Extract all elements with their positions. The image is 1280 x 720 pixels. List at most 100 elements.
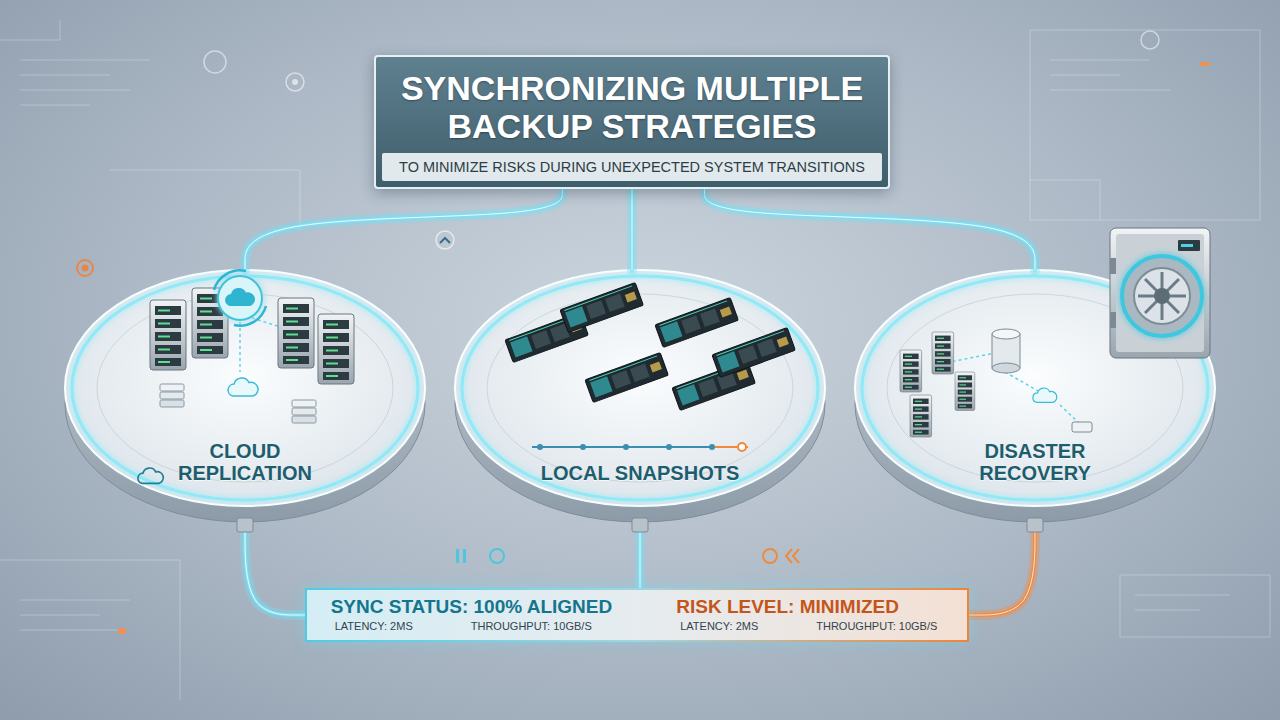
connector-highlight xyxy=(969,522,1035,615)
shield-icon xyxy=(1141,31,1159,49)
metric-label: THROUGHPUT: 10GB/S xyxy=(471,620,592,633)
platform-top xyxy=(855,270,1215,506)
metric-row: LATENCY: 2MS THROUGHPUT: 10GB/S xyxy=(680,620,937,633)
target-icon xyxy=(292,79,298,85)
hud-marker xyxy=(1200,62,1210,66)
chevron-icon xyxy=(440,238,450,243)
platform-glow-ring xyxy=(72,276,418,500)
hud-line xyxy=(1135,595,1230,610)
vault-wheel xyxy=(1154,288,1170,304)
connector-highlight xyxy=(632,189,633,270)
server-rack xyxy=(910,395,932,437)
database xyxy=(992,329,1020,339)
vault-hinge xyxy=(1110,258,1116,274)
chevron-icon xyxy=(436,231,454,249)
platform-glow-ring xyxy=(862,276,1208,500)
vault-body xyxy=(1116,234,1204,352)
connector-highlight xyxy=(245,522,305,615)
connector-glow xyxy=(969,522,1035,615)
timeline-tick xyxy=(537,444,543,450)
timeline-tick xyxy=(580,444,586,450)
hud-line xyxy=(0,560,180,700)
hud-marker xyxy=(118,628,126,634)
metric-label: LATENCY: 2MS xyxy=(680,620,758,633)
media-icon xyxy=(456,549,459,563)
server-rack xyxy=(150,300,186,370)
timeline-tick xyxy=(623,444,629,450)
timeline-line xyxy=(532,446,712,448)
vault-display xyxy=(1178,240,1200,251)
status-group: SYNC STATUS: 100% ALIGNED LATENCY: 2MS THR… xyxy=(331,596,613,633)
status-dot xyxy=(77,260,93,276)
disaster-recovery-platform: DISASTER RECOVERY xyxy=(855,270,1215,522)
connector-glow xyxy=(627,189,637,270)
hud-panel xyxy=(1120,575,1270,637)
disk-stack xyxy=(160,384,184,407)
platform-label: DISASTER RECOVERY xyxy=(955,440,1115,485)
platform-top xyxy=(455,270,825,506)
device xyxy=(1072,422,1092,432)
connector-line xyxy=(245,522,305,615)
connector xyxy=(245,189,562,270)
connector-line xyxy=(245,189,562,270)
vault-wheel xyxy=(1138,272,1186,320)
database xyxy=(992,363,1020,373)
cloud-sync-icon xyxy=(218,276,262,320)
shield-icon xyxy=(204,51,226,73)
vault-body xyxy=(1110,228,1210,358)
connector-socket xyxy=(1027,518,1043,532)
title-heading: SYNCHRONIZING MULTIPLE BACKUP STRATEGIES xyxy=(382,69,882,145)
title-box: SYNCHRONIZING MULTIPLE BACKUP STRATEGIES… xyxy=(374,55,890,189)
server-rack xyxy=(932,332,954,374)
target-icon xyxy=(286,73,304,91)
vault-hinge xyxy=(1110,312,1116,328)
hud-line xyxy=(20,60,150,105)
status-bar: SYNC STATUS: 100% ALIGNED LATENCY: 2MS THR… xyxy=(305,588,970,642)
platform-label: LOCAL SNAPSHOTS xyxy=(510,462,770,484)
connector xyxy=(705,189,1035,270)
server-rack xyxy=(955,372,975,411)
hud-line xyxy=(1030,60,1170,220)
media-icon xyxy=(786,549,799,563)
connector-socket xyxy=(632,518,648,532)
media-icon xyxy=(763,549,777,563)
connector-highlight xyxy=(245,189,562,270)
status-dot xyxy=(82,265,89,272)
cloud-sync-icon xyxy=(225,288,255,306)
connector-line xyxy=(969,522,1035,615)
hud-panel xyxy=(1030,30,1260,220)
connector-glow xyxy=(245,189,562,270)
metric-row: LATENCY: 2MS THROUGHPUT: 10GB/S xyxy=(335,620,613,633)
connector xyxy=(969,522,1035,615)
connector-glow xyxy=(245,522,305,615)
connector-line xyxy=(705,189,1035,270)
server-rack xyxy=(278,298,314,368)
hud-lines xyxy=(0,20,1270,700)
timeline-tick xyxy=(709,444,715,450)
vault-door xyxy=(1122,256,1202,336)
platform-disc xyxy=(455,270,825,522)
connector xyxy=(245,522,305,615)
hud-line xyxy=(110,170,300,230)
platform-label: CLOUD REPLICATION xyxy=(165,440,325,485)
connector-highlight xyxy=(705,189,1035,270)
platform-top xyxy=(65,270,425,506)
status-group: RISK LEVEL: MINIMIZEDLATENCY: 2MSTHROUGH… xyxy=(676,596,937,633)
local-snapshots-platform: LOCAL SNAPSHOTS xyxy=(455,270,825,522)
subtitle-band: TO MINIMIZE RISKS DURING UNEXPECTED SYST… xyxy=(382,153,882,181)
platform-glow-ring xyxy=(462,276,818,500)
connector-socket xyxy=(237,518,253,532)
vault-door xyxy=(1134,268,1190,324)
disk-stack xyxy=(292,400,316,423)
metric-label: THROUGHPUT: 10GB/S xyxy=(816,620,937,633)
hud-line xyxy=(0,20,60,40)
server-rack xyxy=(900,350,922,392)
cloud-replication-platform: CLOUD REPLICATION xyxy=(65,270,425,522)
status-heading: SYNC STATUS: 100% ALIGNED xyxy=(331,596,613,618)
timeline-tick xyxy=(738,443,746,451)
vault xyxy=(1110,228,1210,358)
server-rack xyxy=(318,314,354,384)
connector-glow xyxy=(705,189,1035,270)
media-icon xyxy=(490,549,504,563)
metric-label: LATENCY: 2MS xyxy=(335,620,413,633)
